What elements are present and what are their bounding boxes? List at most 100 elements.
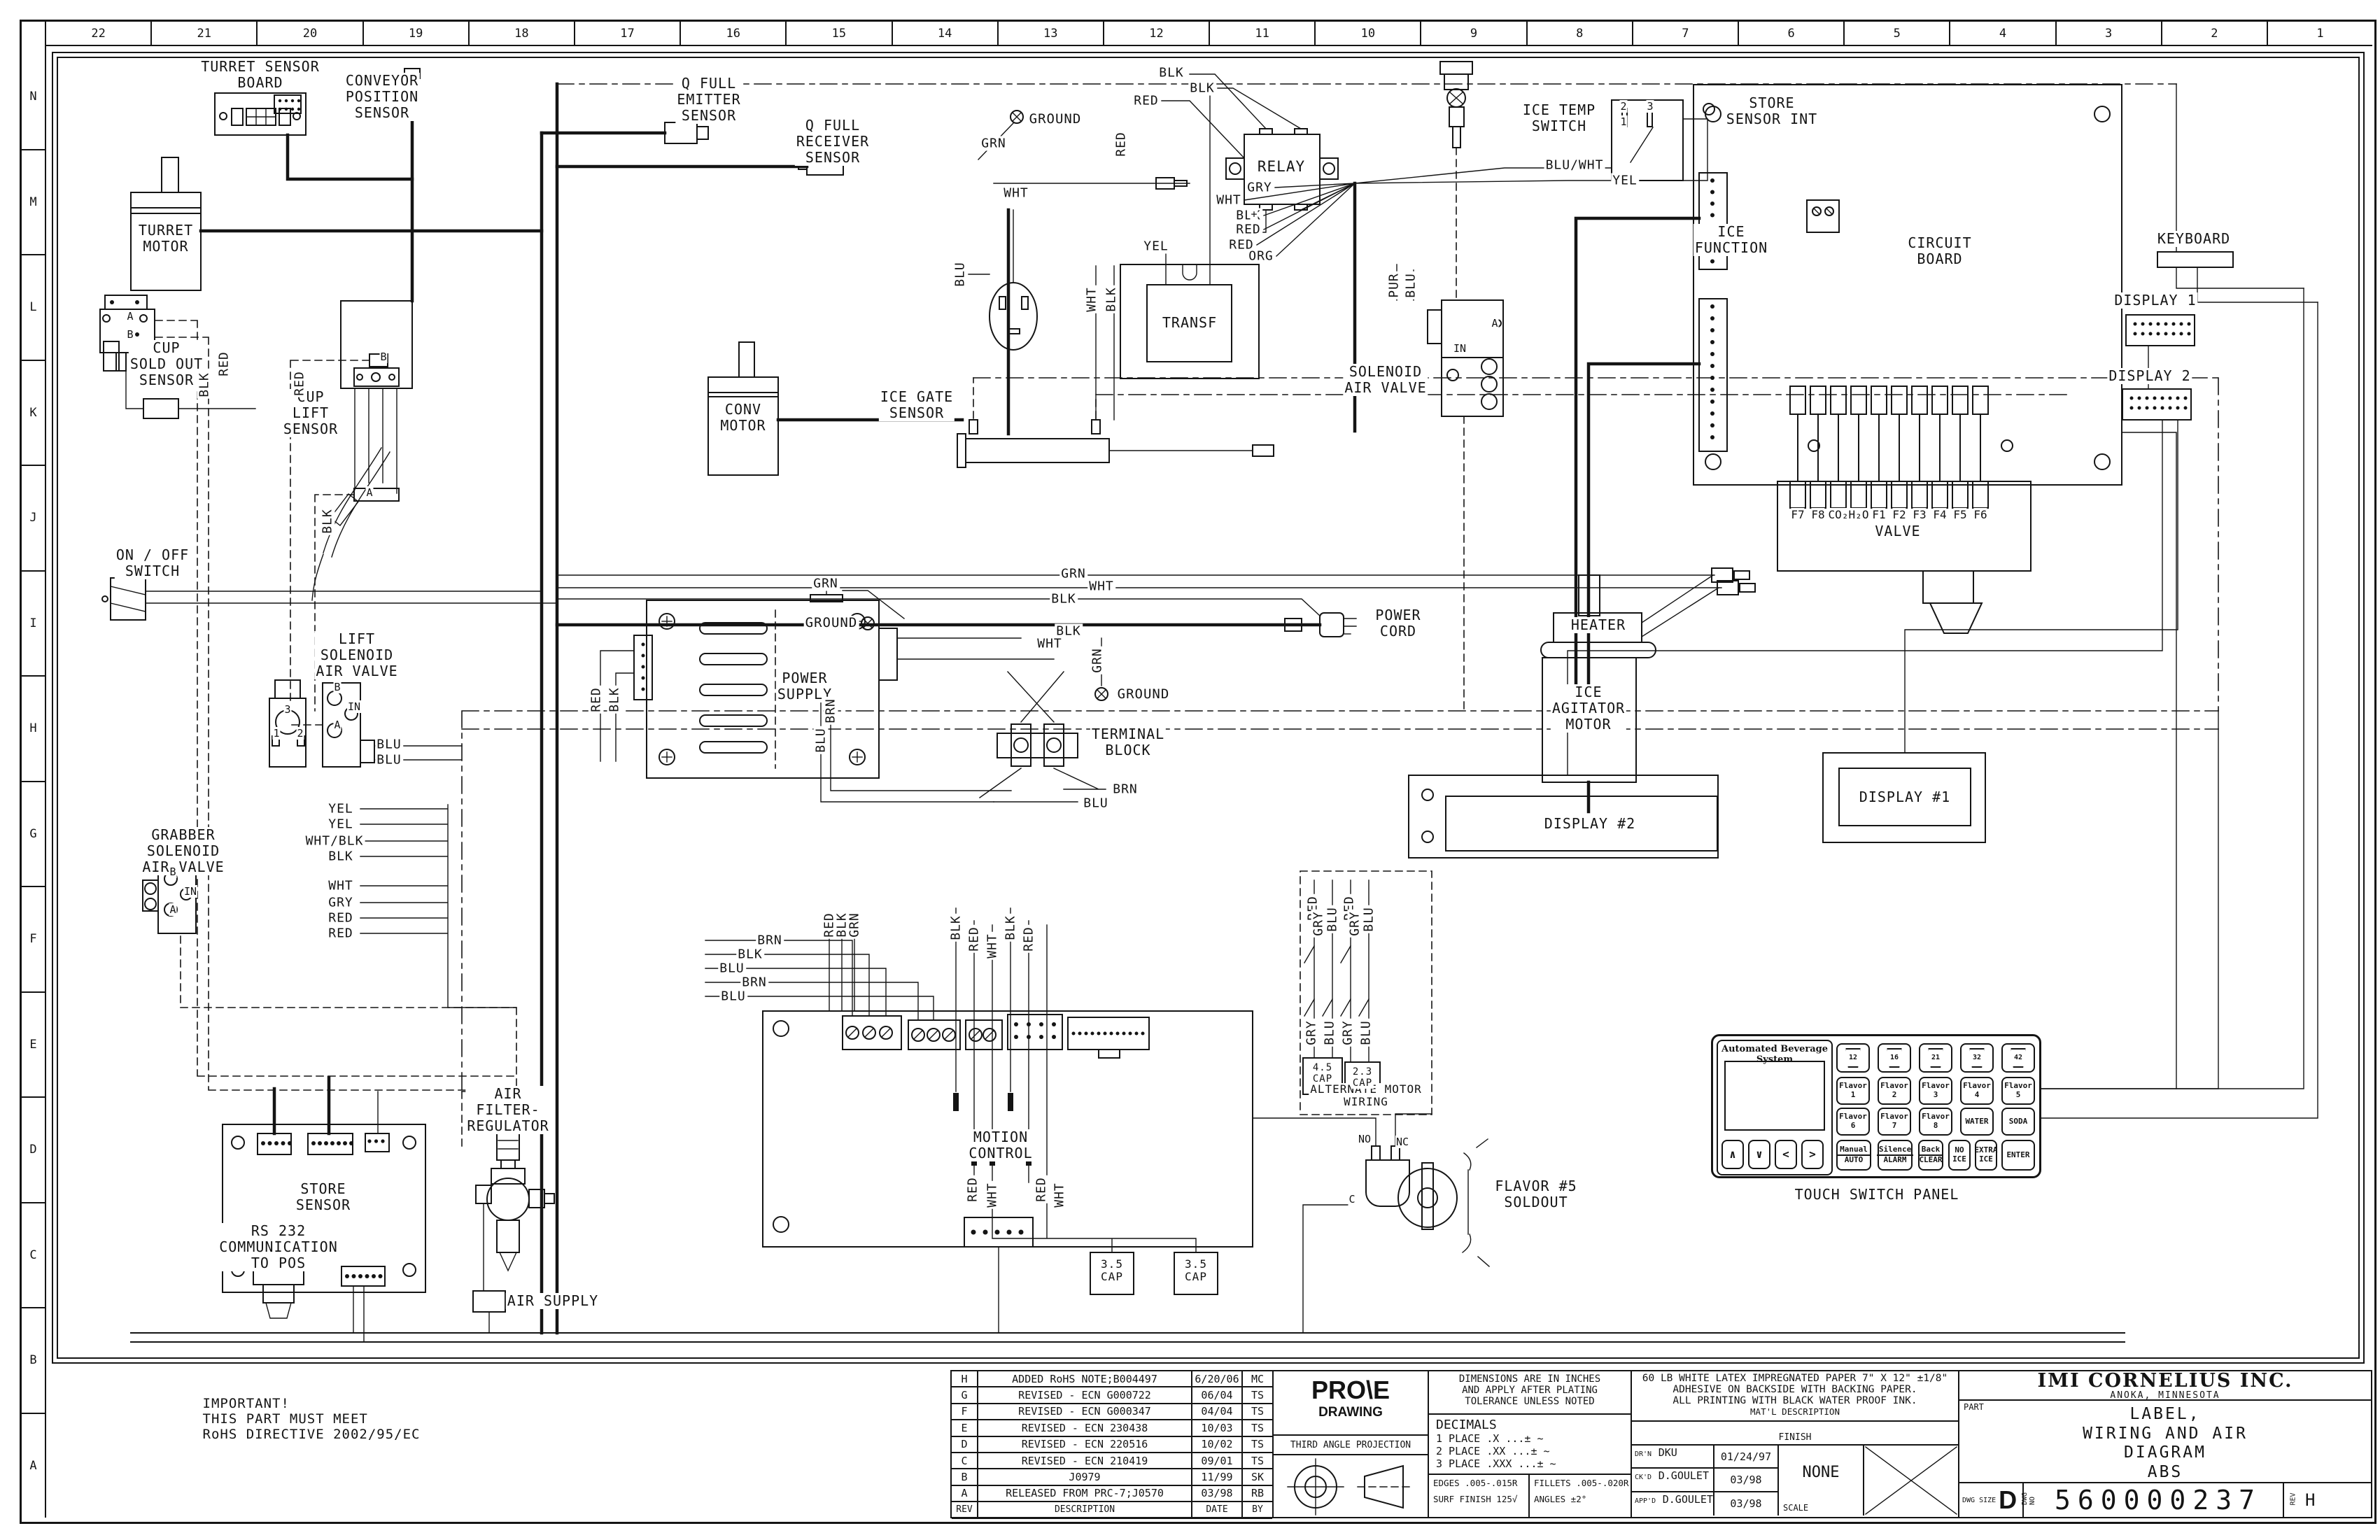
cup-icon: 32: [1969, 1048, 1985, 1068]
arrow-button-1[interactable]: ∨: [1748, 1140, 1770, 1169]
cup-size-button-16[interactable]: 16: [1878, 1043, 1911, 1073]
wire-label-grn: GRN: [980, 136, 1008, 151]
part-label: PART: [1964, 1402, 1984, 1412]
motion-control-label: MOTION CONTROL: [967, 1129, 1034, 1161]
wire-label-red: RED: [327, 926, 355, 941]
finish-label: FINISH: [1632, 1422, 1958, 1446]
pin-label-+: +: [1250, 208, 1258, 220]
panel-button-enter[interactable]: ENTER: [2001, 1140, 2035, 1171]
appd-label: APP'D: [1635, 1497, 1656, 1505]
pin-label-3: 3: [283, 703, 292, 716]
panel-button-flavor-7[interactable]: Flavor 7: [1878, 1108, 1911, 1136]
panel-button-flavor-1[interactable]: Flavor 1: [1836, 1077, 1870, 1105]
cup-size-button-42[interactable]: 42: [2001, 1043, 2035, 1073]
ruler-zone-20: 20: [256, 22, 362, 45]
material-block: 60 LB WHITE LATEX IMPREGNATED PAPER 7" X…: [1631, 1370, 1959, 1518]
edges-note: EDGES .005-.015R: [1433, 1478, 1518, 1488]
wire-label-blu: BLU: [813, 726, 829, 754]
rev-cell: F: [952, 1404, 978, 1421]
wire-label-red: RED: [1227, 237, 1255, 253]
ruler-zone-7: 7: [1631, 22, 1738, 45]
valve-label: VALVE: [1873, 523, 1922, 539]
cup-size-button-21[interactable]: 21: [1919, 1043, 1952, 1073]
cup-size-button-12[interactable]: 12: [1836, 1043, 1870, 1073]
ruler-zone-2: 2: [2160, 22, 2267, 45]
wire-label-blk: BLK: [1003, 914, 1018, 942]
cup-icon: 16: [1887, 1048, 1902, 1068]
panel-button-flavor-8[interactable]: Flavor 8: [1919, 1108, 1952, 1136]
ruler-zone-21: 21: [150, 22, 256, 45]
wire-label-blu: BLU: [1325, 905, 1340, 933]
arrow-button-2[interactable]: <: [1775, 1140, 1797, 1169]
panel-button-water[interactable]: WATER: [1960, 1108, 1994, 1136]
button-text: ICE: [1979, 1154, 1993, 1164]
projection-symbols: [1287, 1458, 1411, 1516]
wire-label-wht: WHT: [985, 1181, 1000, 1209]
rev-cell: REVISED - ECN G000722: [978, 1387, 1192, 1404]
ruler-zone-19: 19: [362, 22, 468, 45]
projection-label: THIRD ANGLE PROJECTION: [1274, 1436, 1428, 1455]
ruler-zone-11: 11: [1209, 22, 1314, 45]
title-line: ABS: [2147, 1462, 2183, 1481]
q-full-emitter-sensor-label: Q FULL EMITTER SENSOR: [675, 75, 742, 124]
wire-label-brn: BRN: [823, 697, 838, 725]
conveyor-position-sensor-label: CONVEYOR POSITION SENSOR: [344, 72, 421, 121]
panel-button-flavor-6[interactable]: Flavor 6: [1836, 1108, 1870, 1136]
cup-size-button-32[interactable]: 32: [1960, 1043, 1994, 1073]
wire-label-yel: YEL: [327, 817, 355, 832]
rev-cell: 10/02: [1192, 1436, 1243, 1453]
panel-button-soda[interactable]: SODA: [2001, 1108, 2035, 1136]
q-full-receiver-sensor-label: Q FULL RECEIVER SENSOR: [794, 117, 871, 166]
rev-header-description: DESCRIPTION: [978, 1502, 1192, 1519]
wire-label-blk: BLK: [197, 371, 212, 399]
rs232-label: RS 232 COMMUNICATION TO POS: [218, 1222, 339, 1271]
wire-label-red: RED: [216, 350, 232, 378]
rev-cell: B: [952, 1469, 978, 1486]
row-zone-N: N: [29, 90, 37, 104]
ruler-zone-16: 16: [680, 22, 785, 45]
ground-top-label: GROUND: [1027, 111, 1083, 127]
wire-label-gry: GRY: [1246, 180, 1274, 195]
touch-panel-screen: [1724, 1061, 1825, 1131]
valve-port-f6: F6: [1973, 508, 1987, 521]
button-text: NO: [1955, 1145, 1964, 1155]
rev-cell: TS: [1243, 1387, 1272, 1404]
wire-label-blk: BLK: [1188, 80, 1216, 96]
rev-cell: TS: [1243, 1404, 1272, 1421]
pin-label-3: 3: [1646, 100, 1654, 113]
heater-label: HEATER: [1569, 616, 1628, 633]
circuit-board-label: CIRCUIT BOARD: [1906, 234, 1973, 267]
wire-label-blu: BLU: [1403, 271, 1418, 299]
row-zone-G: G: [22, 780, 45, 886]
wire-label-red: RED: [589, 686, 604, 714]
arrow-button-0[interactable]: ∧: [1721, 1140, 1744, 1169]
panel-button-flavor-3[interactable]: Flavor 3: [1919, 1077, 1952, 1105]
wire-label-grn: GRN: [847, 911, 862, 939]
cup-icon: 42: [2011, 1048, 2026, 1068]
pin-label-nc: NC: [1395, 1136, 1410, 1148]
valve-port-ho: H₂O: [1848, 508, 1869, 521]
rev-cell: SK: [1243, 1469, 1272, 1486]
wire-label-gry: GRY: [1304, 1019, 1319, 1047]
panel-button-flavor-4[interactable]: Flavor 4: [1960, 1077, 1994, 1105]
cap-23-label: 2.3 CAP: [1351, 1066, 1374, 1089]
wire-label-wht: WHT: [1084, 285, 1099, 313]
ruler-zone-14: 14: [891, 22, 997, 45]
panel-button-flavor-5[interactable]: Flavor 5: [2001, 1077, 2035, 1105]
arrow-button-3[interactable]: >: [1801, 1140, 1824, 1169]
rev-label: REV: [2289, 1492, 2297, 1505]
panel-button-flavor-2[interactable]: Flavor 2: [1878, 1077, 1911, 1105]
decimals-title: DECIMALS: [1436, 1418, 1497, 1432]
ruler-zone-10: 10: [1314, 22, 1420, 45]
wire-label-wht: WHT: [1036, 636, 1064, 651]
wire-label-brn: BRN: [1111, 782, 1139, 797]
